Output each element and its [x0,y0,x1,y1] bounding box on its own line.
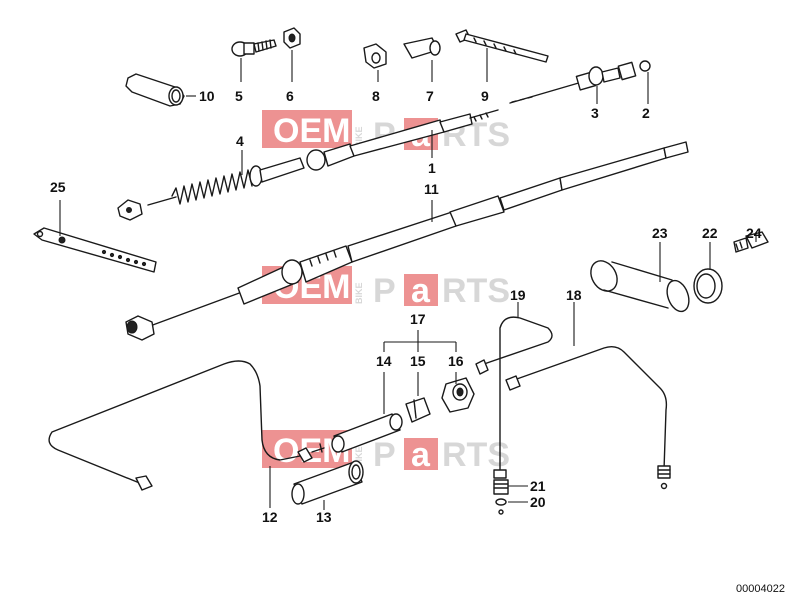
label-8: 8 [372,88,380,104]
part-16-nut[interactable] [441,377,475,413]
label-16: 16 [448,353,464,369]
part-21-fitting[interactable] [493,479,509,495]
watermark-mid-rts: RTS [442,272,510,310]
label-17: 17 [410,311,426,327]
label-13: 13 [316,509,332,525]
label-7: 7 [426,88,434,104]
watermark-bottom-bike: BIKE [354,446,364,468]
label-24: 24 [746,225,762,241]
label-5: 5 [235,88,243,104]
label-18: 18 [566,287,582,303]
part-6-nut[interactable] [283,27,301,49]
part-15-sleeve[interactable] [405,397,431,423]
watermark-mid-a: a [411,272,431,310]
part-13-sleeve[interactable] [291,460,364,505]
label-3: 3 [591,105,599,121]
label-14: 14 [376,353,392,369]
part-8-sleeve[interactable] [363,43,387,69]
watermark-bottom-a: a [411,436,431,474]
reference-number: 00004022 [736,583,785,595]
label-9: 9 [481,88,489,104]
label-15: 15 [410,353,426,369]
part-11-cable[interactable] [125,141,689,341]
part-7-sleeve[interactable] [403,37,441,59]
part-22-ring[interactable] [693,268,723,304]
part-20-washer[interactable] [495,498,507,515]
label-23: 23 [652,225,668,241]
label-25: 25 [50,179,66,195]
label-10: 10 [199,88,215,104]
label-12: 12 [262,509,278,525]
label-6: 6 [286,88,294,104]
label-11: 11 [424,181,439,197]
label-2: 2 [642,105,650,121]
watermark-bottom-p: P [373,436,396,474]
label-17-bracket [383,330,457,352]
part-10-rubber-boot[interactable] [125,73,185,107]
watermark-top-oem: OEM [273,112,350,150]
part-3-adjuster[interactable] [509,66,621,104]
part-23-spring-clip[interactable] [586,256,693,314]
part-12-cable[interactable] [48,360,325,491]
part-2-nut[interactable] [617,60,651,81]
part-1-cable[interactable] [117,109,499,221]
label-4: 4 [236,133,244,149]
part-5-bolt[interactable] [231,39,277,57]
watermark-mid: OEM BIKE P a RTS [262,266,510,310]
part-19-tube[interactable] [475,316,553,479]
label-1: 1 [428,160,436,176]
label-19: 19 [510,287,526,303]
part-9-cable-tie[interactable] [455,29,549,63]
watermark-top-bike: BIKE [354,126,364,148]
watermark-mid-p: P [373,272,396,310]
part-24-screw[interactable] [733,231,769,253]
part-14-sleeve[interactable] [331,413,403,453]
watermark-bottom-rts: RTS [442,436,510,474]
watermark-mid-bike: BIKE [354,282,364,304]
label-20: 20 [530,494,546,510]
part-18-tube[interactable] [505,345,671,490]
part-25-strap[interactable] [33,227,157,273]
label-22: 22 [702,225,718,241]
label-21: 21 [530,478,546,494]
